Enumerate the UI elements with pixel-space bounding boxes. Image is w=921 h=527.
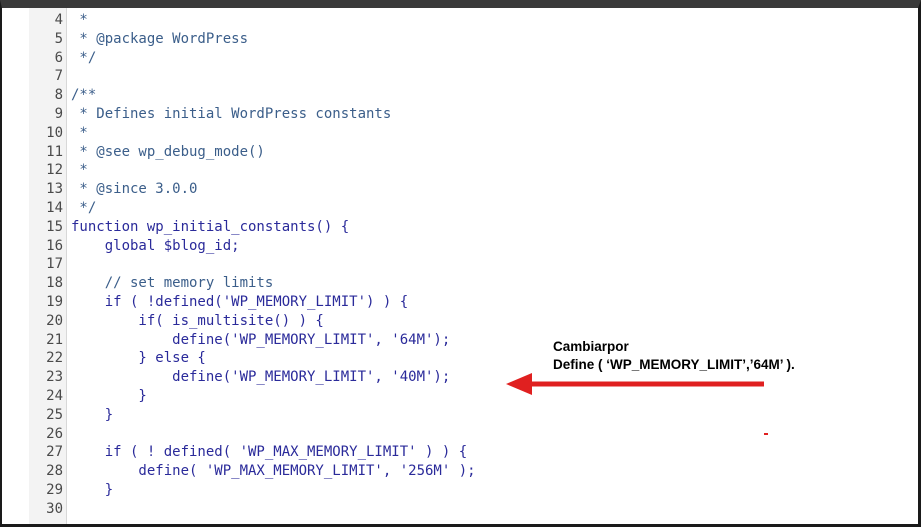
line-number: 11 <box>46 143 63 160</box>
code-line: 9 * Defines initial WordPress constants <box>29 105 476 124</box>
code-text[interactable]: } <box>71 387 147 404</box>
line-number: 25 <box>46 406 63 423</box>
code-line: 27 if ( ! defined( 'WP_MAX_MEMORY_LIMIT'… <box>29 443 476 462</box>
code-text[interactable]: define('WP_MEMORY_LIMIT', '64M'); <box>71 331 451 348</box>
code-text[interactable]: /** <box>71 87 97 104</box>
code-text[interactable]: * <box>71 124 88 141</box>
line-number: 21 <box>46 331 63 348</box>
line-number: 24 <box>46 387 63 404</box>
line-number: 23 <box>46 369 63 386</box>
red-arrow-icon <box>506 373 764 395</box>
code-line: 16 global $blog_id; <box>29 237 476 256</box>
red-mark <box>764 433 768 435</box>
code-line: 18 // set memory limits <box>29 274 476 293</box>
code-line: 19 if ( !defined('WP_MEMORY_LIMIT') ) { <box>29 293 476 312</box>
code-text[interactable]: if ( ! defined( 'WP_MAX_MEMORY_LIMIT' ) … <box>71 444 468 461</box>
line-number: 12 <box>46 162 63 179</box>
line-number: 29 <box>46 481 63 498</box>
code-text[interactable]: if ( !defined('WP_MEMORY_LIMIT') ) { <box>71 293 409 310</box>
code-text[interactable]: */ <box>71 49 97 66</box>
line-number: 14 <box>46 199 63 216</box>
code-text[interactable]: global $blog_id; <box>71 237 240 254</box>
code-line: 5 * @package WordPress <box>29 30 476 49</box>
code-text[interactable]: } <box>71 481 114 498</box>
line-number: 13 <box>46 181 63 198</box>
code-line: 29 } <box>29 481 476 500</box>
code-text[interactable]: function wp_initial_constants() { <box>71 218 350 235</box>
code-line: 11 * @see wp_debug_mode() <box>29 143 476 162</box>
annotation-text: Cambiarpor Define ( ‘WP_MEMORY_LIMIT’,’6… <box>553 338 795 374</box>
code-text[interactable]: } else { <box>71 350 206 367</box>
line-number: 6 <box>54 49 63 66</box>
line-number: 27 <box>46 444 63 461</box>
code-line: 28 define( 'WP_MAX_MEMORY_LIMIT', '256M'… <box>29 462 476 481</box>
code-text[interactable]: * <box>71 162 88 179</box>
line-number: 30 <box>46 500 63 517</box>
line-number: 7 <box>54 68 63 85</box>
code-line: 14 */ <box>29 199 476 218</box>
code-text[interactable]: * @package WordPress <box>71 30 249 47</box>
line-number: 10 <box>46 124 63 141</box>
line-number: 19 <box>46 293 63 310</box>
code-editor[interactable] <box>29 8 916 524</box>
line-number: 17 <box>46 256 63 273</box>
line-number: 15 <box>46 218 63 235</box>
code-text[interactable]: * Defines initial WordPress constants <box>71 105 392 122</box>
line-number-gutter <box>29 8 67 524</box>
code-text[interactable]: */ <box>71 199 97 216</box>
code-text[interactable]: // set memory limits <box>71 275 274 292</box>
annotation-line-1: Cambiarpor <box>553 339 629 354</box>
code-text[interactable]: * <box>71 12 88 28</box>
code-line: 12 * <box>29 161 476 180</box>
code-text[interactable]: * @since 3.0.0 <box>71 181 198 198</box>
code-line: 8 /** <box>29 86 476 105</box>
annotation-line-2: Define ( ‘WP_MEMORY_LIMIT’,’64M’ ). <box>553 357 795 372</box>
code-line: 4 * <box>29 11 476 30</box>
code-text[interactable]: define('WP_MEMORY_LIMIT', '40M'); <box>71 369 451 386</box>
code-line: 23 define('WP_MEMORY_LIMIT', '40M'); <box>29 368 476 387</box>
code-line: 20 if( is_multisite() ) { <box>29 312 476 331</box>
code-text[interactable]: * @see wp_debug_mode() <box>71 143 265 160</box>
line-number: 16 <box>46 237 63 254</box>
line-number: 22 <box>46 350 63 367</box>
code-line: 30 <box>29 500 476 519</box>
code-line: 17 <box>29 255 476 274</box>
code-line: 10 * <box>29 124 476 143</box>
line-number: 26 <box>46 425 63 442</box>
code-line: 15 function wp_initial_constants() { <box>29 218 476 237</box>
line-number: 20 <box>46 312 63 329</box>
code-line: 7 <box>29 67 476 86</box>
line-number: 4 <box>54 12 63 28</box>
code-line: 13 * @since 3.0.0 <box>29 180 476 199</box>
line-number: 9 <box>54 105 63 122</box>
line-number: 18 <box>46 275 63 292</box>
code-text[interactable]: define( 'WP_MAX_MEMORY_LIMIT', '256M' ); <box>71 463 476 480</box>
code-line: 24 } <box>29 387 476 406</box>
code-line: 26 <box>29 425 476 444</box>
code-line: 22 } else { <box>29 349 476 368</box>
line-number: 5 <box>54 30 63 47</box>
line-number: 28 <box>46 463 63 480</box>
code-line: 21 define('WP_MEMORY_LIMIT', '64M'); <box>29 331 476 350</box>
code-line: 25 } <box>29 406 476 425</box>
line-number: 8 <box>54 87 63 104</box>
code-text[interactable]: } <box>71 406 114 423</box>
code-text[interactable]: if( is_multisite() ) { <box>71 312 324 329</box>
code-line: 6 */ <box>29 49 476 68</box>
